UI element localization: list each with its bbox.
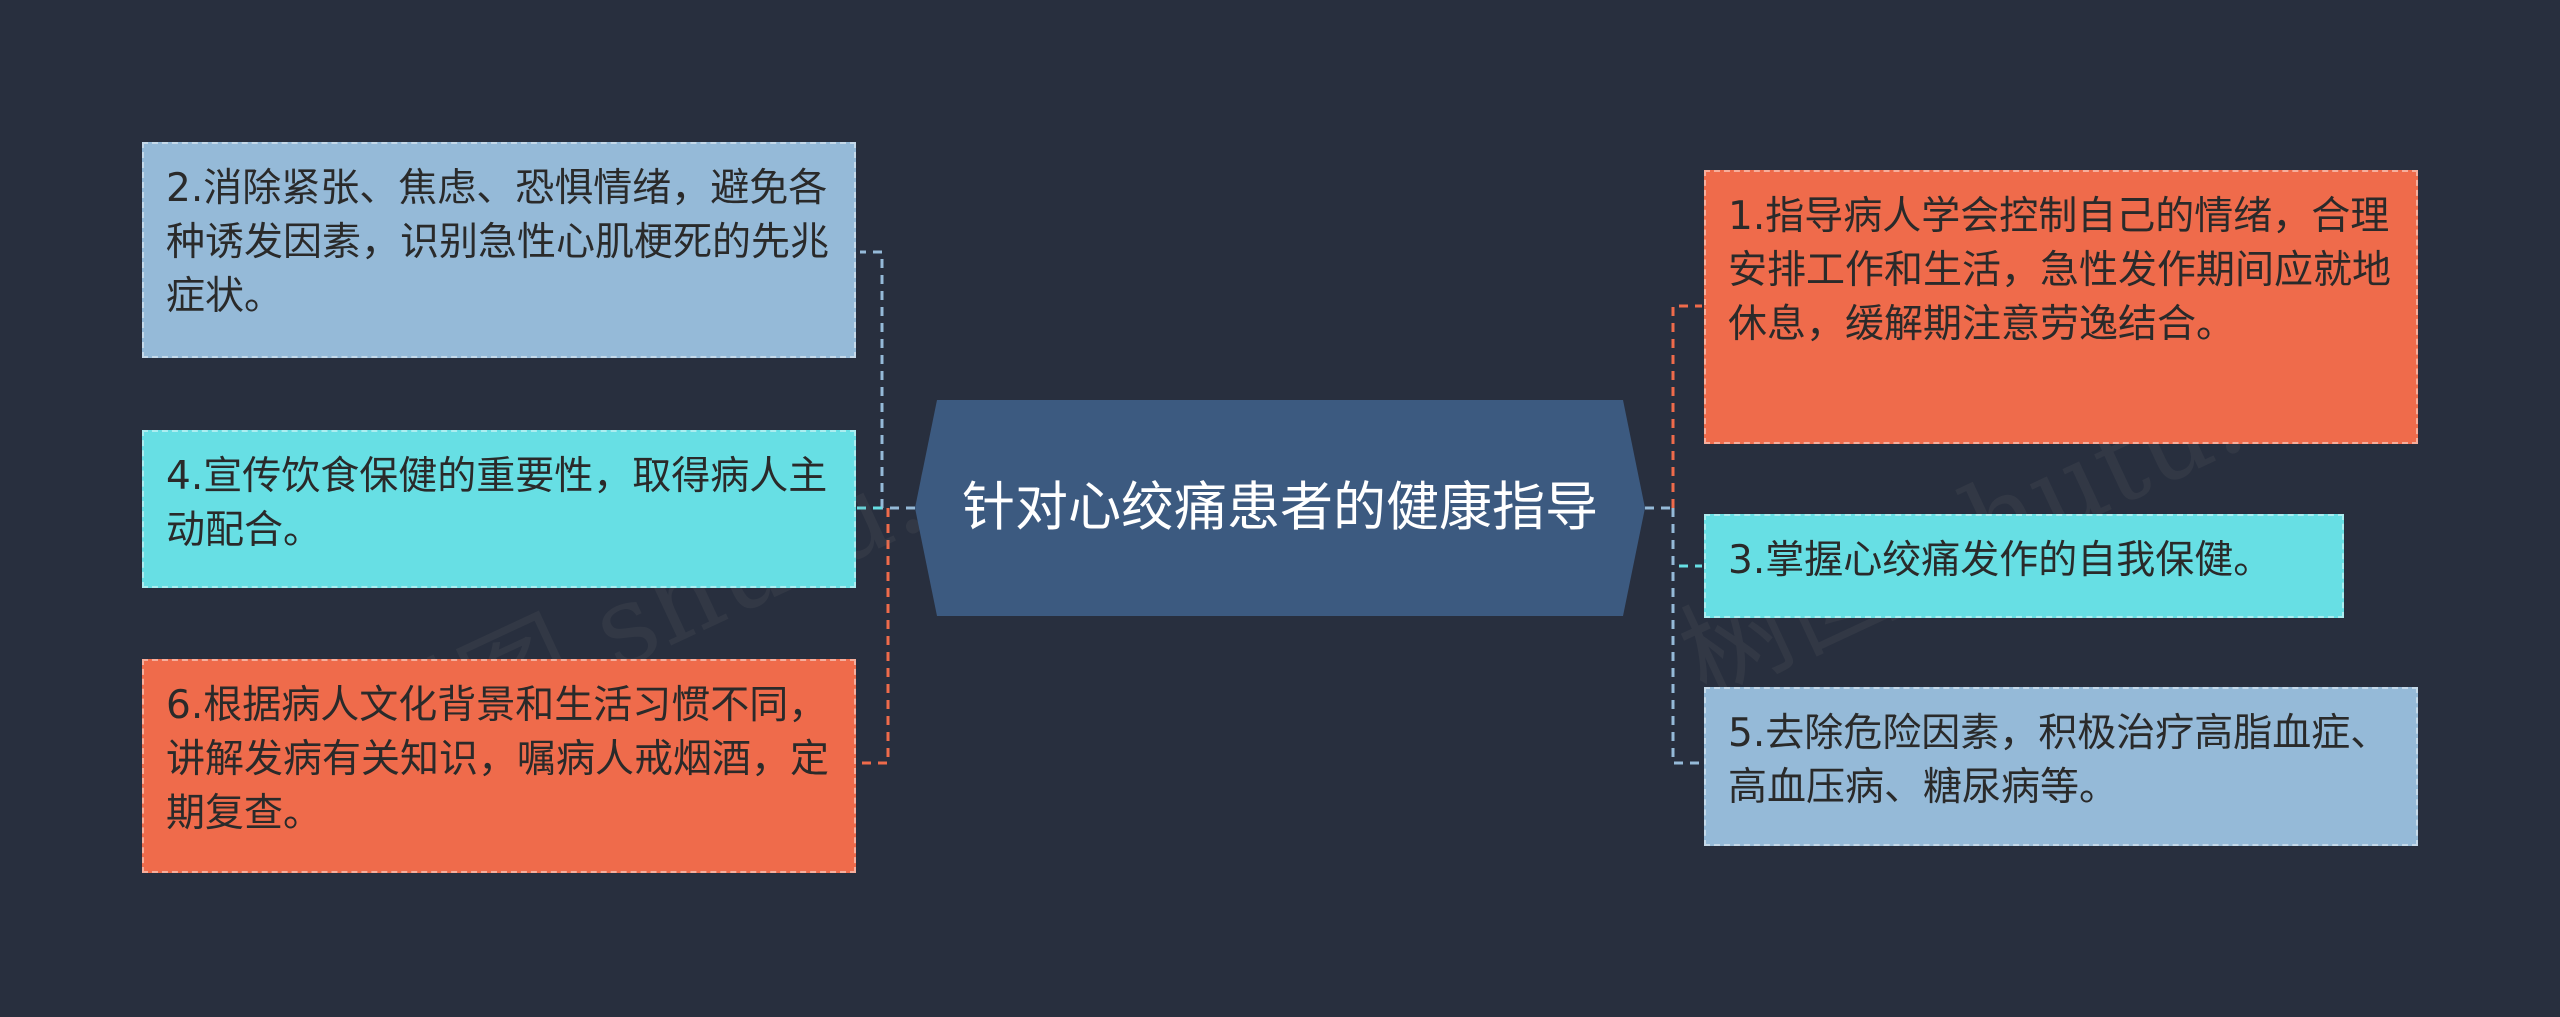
topic-node-4-text: 4.宣传饮食保健的重要性，取得病人主动配合。 bbox=[166, 454, 828, 553]
topic-node-2-text: 2.消除紧张、焦虑、恐惧情绪，避免各种诱发因素，识别急性心肌梗死的先兆症状。 bbox=[166, 166, 830, 319]
connector-right-spine-top bbox=[1671, 304, 1702, 508]
topic-node-6-text: 6.根据病人文化背景和生活习惯不同，讲解发病有关知识，嘱病人戒烟酒，定期复查。 bbox=[166, 683, 830, 836]
topic-node-4[interactable]: 4.宣传饮食保健的重要性，取得病人主动配合。 bbox=[142, 430, 856, 588]
connector-right-mid bbox=[1671, 508, 1702, 568]
central-topic[interactable]: 针对心绞痛患者的健康指导 bbox=[915, 400, 1645, 616]
topic-node-3-text: 3.掌握心绞痛发作的自我保健。 bbox=[1728, 538, 2273, 583]
topic-node-6[interactable]: 6.根据病人文化背景和生活习惯不同，讲解发病有关知识，嘱病人戒烟酒，定期复查。 bbox=[142, 659, 856, 873]
topic-node-1-text: 1.指导病人学会控制自己的情绪，合理安排工作和生活，急性发作期间应就地休息，缓解… bbox=[1728, 194, 2392, 347]
connector-right-spine-bottom bbox=[1671, 508, 1702, 765]
topic-node-2[interactable]: 2.消除紧张、焦虑、恐惧情绪，避免各种诱发因素，识别急性心肌梗死的先兆症状。 bbox=[142, 142, 856, 358]
central-topic-title: 针对心绞痛患者的健康指导 bbox=[962, 477, 1598, 538]
central-topic-shape bbox=[915, 400, 1645, 616]
connector-left-spine-top bbox=[860, 250, 884, 508]
connector-left-spine-bottom bbox=[860, 508, 890, 765]
topic-node-1[interactable]: 1.指导病人学会控制自己的情绪，合理安排工作和生活，急性发作期间应就地休息，缓解… bbox=[1704, 170, 2418, 444]
topic-node-5-text: 5.去除危险因素，积极治疗高脂血症、高血压病、糖尿病等。 bbox=[1728, 711, 2390, 810]
topic-node-5[interactable]: 5.去除危险因素，积极治疗高脂血症、高血压病、糖尿病等。 bbox=[1704, 687, 2418, 846]
topic-node-3[interactable]: 3.掌握心绞痛发作的自我保健。 bbox=[1704, 514, 2344, 618]
